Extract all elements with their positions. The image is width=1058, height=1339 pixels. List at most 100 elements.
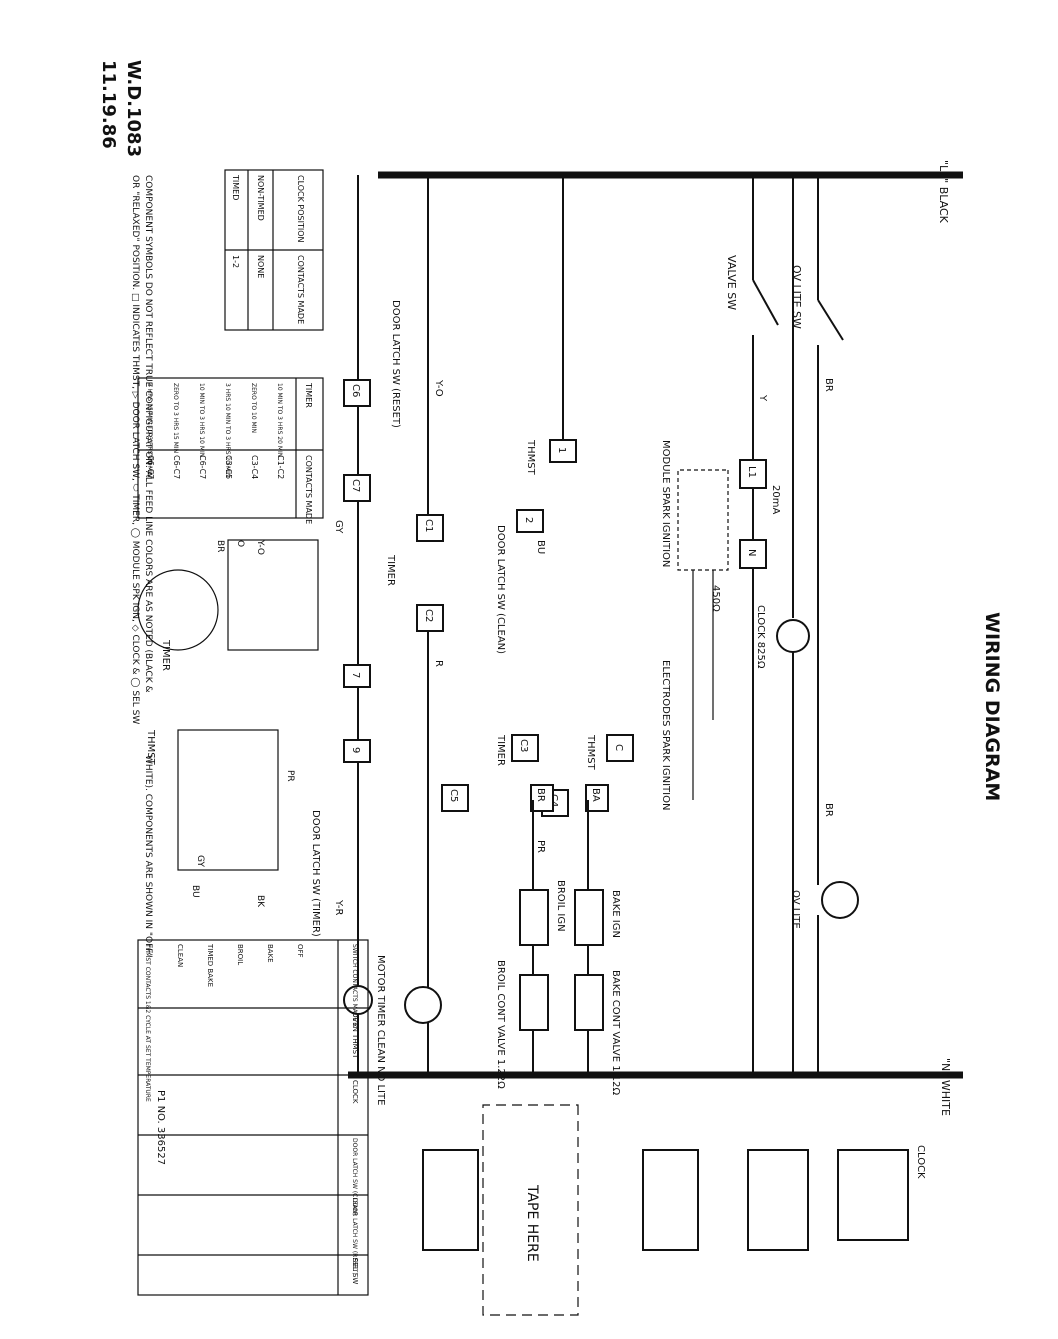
thmst-label-1: THMST <box>525 439 536 476</box>
wire-br-1: BR <box>823 378 834 392</box>
note-line-2: OR "RELAXED" POSITION. □ INDICATES THMST… <box>130 175 140 724</box>
timer-table-r1c1: C3-C4 <box>250 455 259 479</box>
bake-valve-label: BAKE CONT VALVE 1.12Ω <box>610 970 621 1095</box>
clock-table-r1c1: 1-2 <box>231 255 240 268</box>
door-latch-reset-label: DOOR LATCH SW (RESET) <box>390 300 401 428</box>
diagram-title: WIRING DIAGRAM <box>981 612 1003 801</box>
clock-label: CLOCK <box>915 1145 926 1179</box>
broil-valve-label: BROIL CONT VALVE 1.22Ω <box>495 960 506 1089</box>
ops-header-1: OVEN THMST <box>351 1012 359 1059</box>
module-l1-label: L1 <box>746 466 757 478</box>
thmst-terminal-1 <box>549 439 577 463</box>
wire-y-1: Y <box>757 394 768 402</box>
ops-footnote: THMST CONTACTS 1&2 CYCLE AT SET TEMPERAT… <box>144 943 151 1102</box>
door-latch-clean-relay <box>747 1149 809 1251</box>
broil-valve <box>519 974 549 1031</box>
note-line-1: COMPONENT SYMBOLS DO NOT REFLECT TRUE CO… <box>143 175 153 693</box>
clock-table: CLOCK POSITION CONTACTS MADE NON-TIMED N… <box>224 169 324 331</box>
timer-detail-o: O <box>235 540 245 547</box>
note-line-3: WHITE). COMPONENTS ARE SHOWN IN "OFF" <box>143 755 153 958</box>
tape-label: TAPE HERE <box>524 1184 540 1262</box>
timer-table-header-0: TIMER <box>304 382 313 408</box>
thmst-ba <box>585 784 609 812</box>
doc-date: 11.19.86 <box>98 60 119 149</box>
t9-label: 9 <box>350 747 361 753</box>
n-label: "N" WHITE <box>939 1058 952 1116</box>
ops-row-off: OFF <box>296 944 304 958</box>
timer-table-r2c0: 3 HRS 10 MIN TO 3 HRS 20 MIN <box>224 383 231 477</box>
wire-yr-1: Y-R <box>333 899 344 916</box>
thmst-c-label: C <box>613 744 624 751</box>
thmst-detail-bu: BU <box>190 885 200 898</box>
timer-table-r2c1: C3-C5 <box>224 455 233 479</box>
clock-table-header-1: CONTACTS MADE <box>296 255 305 324</box>
timer-detail-br: BR <box>215 540 225 552</box>
l1-label: "L1" BLACK <box>937 160 950 224</box>
valve-sw-label: VALVE SW <box>725 255 738 310</box>
broil-ign-label: BROIL IGN <box>555 880 566 932</box>
timer-label-2: TIMER <box>495 734 506 766</box>
thmst-terminal-2 <box>516 509 544 533</box>
timer-table-r3c0: 10 MIN TO 3 HRS 10 MIN <box>198 383 205 457</box>
c7-label: C7 <box>350 479 361 492</box>
ov-lite-sw-label: OV LITE SW <box>790 265 803 329</box>
ma-label: 20mA <box>770 485 781 514</box>
thmst-br-label: BR <box>535 788 546 802</box>
ops-row-timed-bake: TIMED BAKE <box>206 943 214 987</box>
ops-header-6: SEL SW <box>351 1258 359 1284</box>
thmst-ba-label: BA <box>590 788 601 802</box>
ops-header-2: CLOCK <box>351 1080 359 1104</box>
ops-row-broil: BROIL <box>236 944 244 965</box>
timer-table-r5c1: C6-C7 <box>146 455 155 479</box>
clean-lite <box>343 985 373 1015</box>
doc-id: W.D.1083 <box>123 60 144 157</box>
door-latch-timer-relay <box>642 1149 699 1251</box>
tape-here-box <box>482 1104 579 1316</box>
wire-yo-1: Y-O <box>433 379 444 397</box>
thmst-1-label: 1 <box>556 447 567 453</box>
c3-label: C3 <box>518 739 529 752</box>
ov-lite-label: OV LITE <box>790 890 801 929</box>
door-latch-clean-label: DOOR LATCH SW (CLEAN) <box>495 525 506 654</box>
thmst-detail-pr: PR <box>285 770 295 782</box>
timer-table-r1c0: ZERO TO 10 MIN <box>250 383 257 433</box>
timer-detail-label: TIMER <box>160 639 171 671</box>
timer-table: TIMER CONTACTS MADE 10 MIN TO 3 HRS 20 M… <box>137 377 324 524</box>
clock-825-label: CLOCK 825Ω <box>755 605 766 669</box>
timer-c5 <box>441 784 469 812</box>
timer-c6 <box>343 379 371 407</box>
timer-table-header-1: CONTACTS MADE <box>304 455 313 524</box>
timer-motor <box>404 986 442 1024</box>
bake-ign-label: BAKE IGN <box>610 890 621 938</box>
clock-table-r0c1: NONE <box>256 255 265 278</box>
electrodes-label: ELECTRODES SPARK IGNITION <box>660 660 671 810</box>
ops-row-clean: CLEAN <box>176 944 184 967</box>
ops-header-0: SWITCH CONTACTS MADE X <box>351 944 358 1027</box>
thmst-detail: THMST PR GY BU BK <box>145 729 295 908</box>
thmst-label-2: THMST <box>585 734 596 771</box>
c1-label: C1 <box>423 519 434 532</box>
ops-row-bake: BAKE <box>266 944 274 963</box>
c5-label: C5 <box>448 789 459 802</box>
wire-gy-1: GY <box>333 520 344 534</box>
thmst-br <box>530 784 554 812</box>
thmst-terminal-9 <box>343 739 371 763</box>
thmst-2-label: 2 <box>523 517 534 523</box>
timer-table-r5c0: 3 HRS 15 MIN TO 3 HRS 20 MIN <box>146 383 153 477</box>
broil-igniter <box>519 889 549 946</box>
wire-pr-1: PR <box>535 840 546 853</box>
part-no-label: P1 NO. 336527 <box>155 1090 166 1165</box>
module-n-label: N <box>746 549 757 556</box>
clock-table-header-0: CLOCK POSITION <box>296 175 305 243</box>
timer-table-r4c0: ZERO TO 3 HRS 15 MIN <box>172 383 179 453</box>
timer-c1 <box>416 514 444 542</box>
clock-table-r0c0: NON-TIMED <box>256 175 265 221</box>
timer-table-r4c1: C6-C7 <box>172 455 181 479</box>
motor-label: MOTOR TIMER CLEAN ND LITE <box>375 955 386 1105</box>
wire-r-1: R <box>433 660 444 667</box>
timer-detail-yo: Y-O <box>255 539 265 555</box>
thmst-c <box>606 734 634 762</box>
c6-label: C6 <box>350 384 361 397</box>
thmst-detail-bk: BK <box>255 895 265 908</box>
ops-table: SWITCH CONTACTS MADE X OVEN THMST CLOCK … <box>137 939 369 1296</box>
